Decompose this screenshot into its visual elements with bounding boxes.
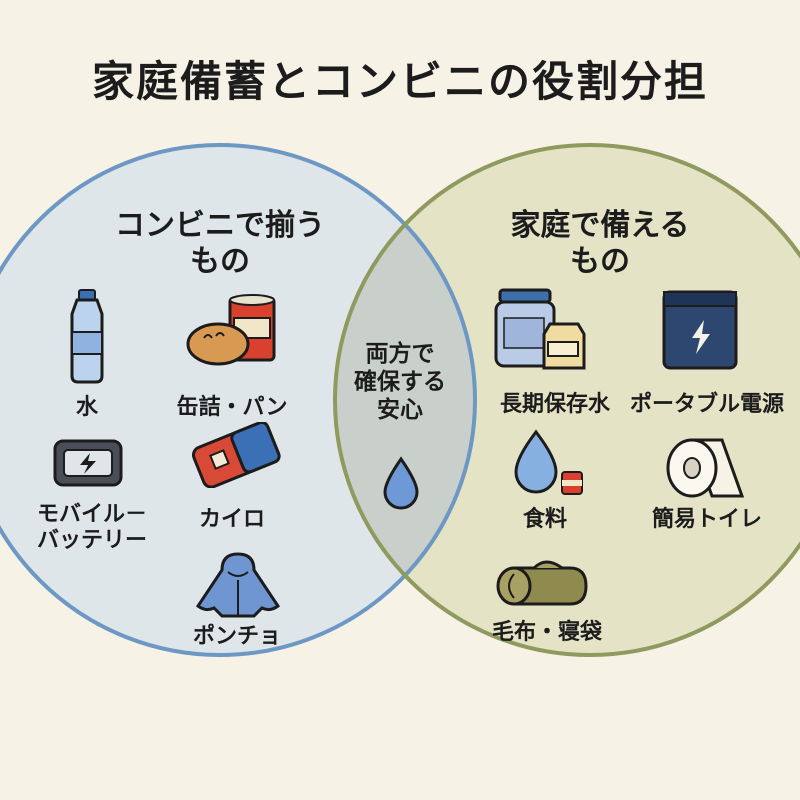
item-label-poncho: ポンチョ xyxy=(192,624,281,649)
portable-power-icon xyxy=(662,290,738,370)
page-title: 家庭備蓄とコンビニの役割分担 xyxy=(91,57,708,106)
toilet-paper-icon xyxy=(666,438,745,498)
item-label-portable-power: ポータブル電源 xyxy=(629,392,784,417)
poncho-icon xyxy=(195,552,281,618)
center-drop-icon xyxy=(383,456,419,510)
heat-pack-icon xyxy=(191,422,281,488)
item-label-long-term-water: 長期保存水 xyxy=(499,392,610,417)
water-bottle-icon xyxy=(70,289,104,384)
item-label-food: 食料 xyxy=(522,507,567,532)
right-heading: 家庭で備える もの xyxy=(470,208,730,280)
center-line2: 確保する xyxy=(354,369,446,395)
battery-icon xyxy=(53,439,123,487)
right-heading-line1: 家庭で備える xyxy=(510,208,690,243)
center-label: 両方で 確保する 安心 xyxy=(345,340,455,424)
bread-can-icon xyxy=(186,294,276,366)
center-line3: 安心 xyxy=(377,397,423,423)
item-label-battery: バッテリー xyxy=(36,528,147,553)
storage-jar-icon xyxy=(494,288,586,370)
item-label-canned-bread: 缶詰・パン xyxy=(176,395,288,420)
item-label-toilet: 簡易トイレ xyxy=(651,507,762,532)
center-line1: 両方で xyxy=(365,341,435,367)
item-label-mobile: モバイル－ xyxy=(36,502,147,527)
left-circle xyxy=(0,145,475,655)
right-circle-outline xyxy=(333,143,800,657)
right-heading-line2: もの xyxy=(570,244,630,279)
left-heading: コンビニで揃う もの xyxy=(70,208,370,280)
right-circle xyxy=(335,145,800,655)
left-heading-line1: コンビニで揃う xyxy=(115,208,325,243)
drop-food-icon xyxy=(514,429,583,495)
item-label-blanket: 毛布・寝袋 xyxy=(491,620,602,645)
left-heading-line2: もの xyxy=(190,244,250,279)
blanket-icon xyxy=(496,560,588,606)
item-label-heat-pack: カイロ xyxy=(198,507,265,532)
left-circle-outline xyxy=(0,143,477,657)
item-label-water: 水 xyxy=(75,395,98,420)
